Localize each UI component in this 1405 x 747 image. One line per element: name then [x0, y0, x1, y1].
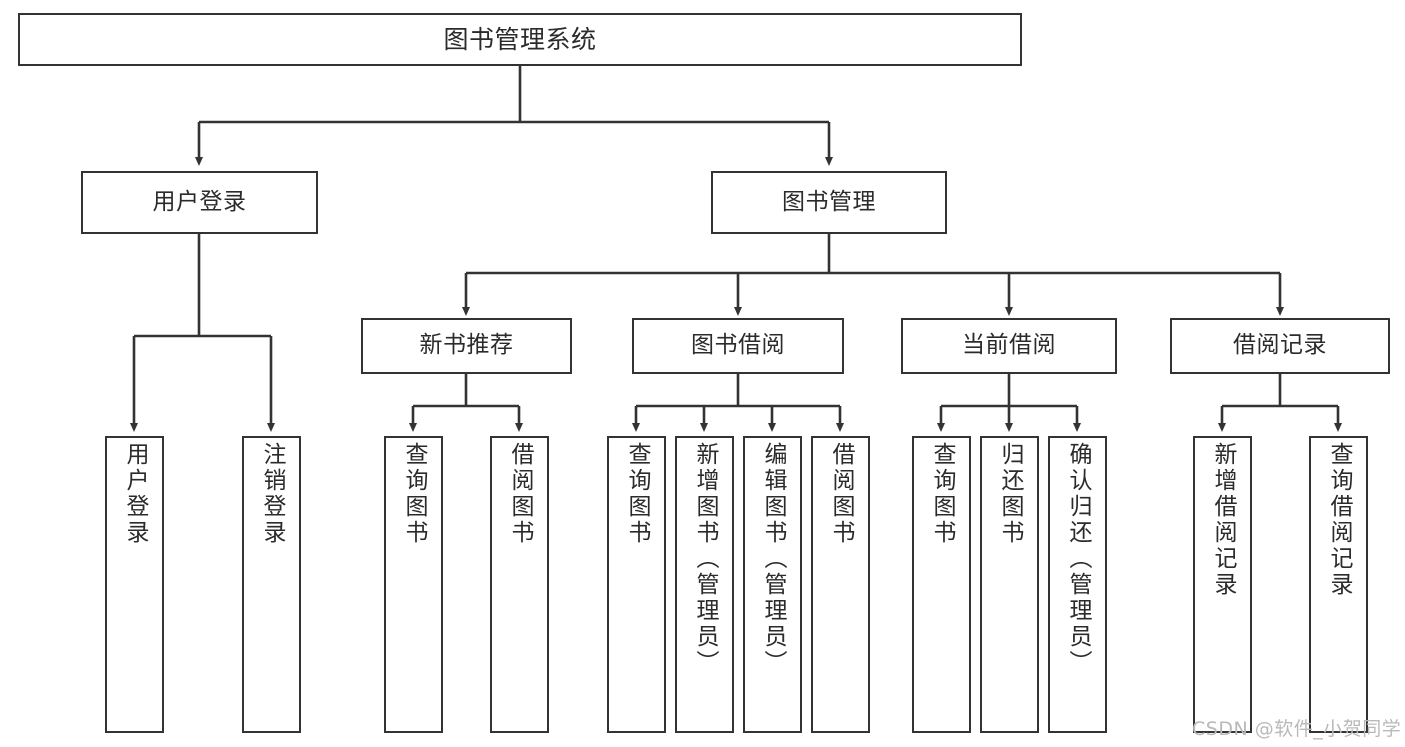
node-label: 图书管理	[782, 188, 876, 215]
leaf-add-book-admin[interactable]: 新增图书（管理员）	[675, 436, 734, 733]
leaf-query-books-current[interactable]: 查询图书	[912, 436, 971, 733]
node-borrowing-records[interactable]: 借阅记录	[1170, 318, 1390, 374]
node-label: 归还图书	[997, 442, 1023, 546]
node-book-management[interactable]: 图书管理	[711, 171, 947, 234]
leaf-query-borrowing-record[interactable]: 查询借阅记录	[1309, 436, 1368, 733]
node-label: 用户登录	[152, 188, 247, 215]
node-label: 编辑图书（管理员）	[760, 442, 786, 676]
node-label: 借阅图书	[828, 442, 854, 546]
node-label: 查询借阅记录	[1326, 442, 1352, 598]
node-user-login[interactable]: 用户登录	[81, 171, 318, 234]
leaf-query-books-borrowing[interactable]: 查询图书	[607, 436, 666, 733]
node-label: 新增借阅记录	[1210, 442, 1236, 598]
node-label: 借阅图书	[507, 442, 533, 546]
leaf-return-books[interactable]: 归还图书	[980, 436, 1039, 733]
leaf-add-borrowing-record[interactable]: 新增借阅记录	[1193, 436, 1252, 733]
node-label: 当前借阅	[962, 332, 1056, 359]
node-label: 确认归还（管理员）	[1065, 442, 1091, 676]
node-label: 借阅记录	[1233, 332, 1327, 359]
leaf-borrow-books-borrowing[interactable]: 借阅图书	[811, 436, 870, 733]
leaf-borrow-books-recommendation[interactable]: 借阅图书	[490, 436, 549, 733]
watermark: CSDN @软件_小贺同学	[1192, 718, 1402, 740]
leaf-confirm-return-admin[interactable]: 确认归还（管理员）	[1048, 436, 1107, 733]
node-label: 查询图书	[624, 442, 650, 546]
leaf-edit-book-admin[interactable]: 编辑图书（管理员）	[743, 436, 802, 733]
node-label: 注销登录	[259, 442, 285, 546]
node-book-borrowing[interactable]: 图书借阅	[632, 318, 844, 374]
node-label: 新书推荐	[419, 332, 514, 359]
node-current-borrowing[interactable]: 当前借阅	[901, 318, 1117, 374]
node-new-book-recommendation[interactable]: 新书推荐	[361, 318, 572, 374]
leaf-logout[interactable]: 注销登录	[242, 436, 301, 733]
node-label: 图书借阅	[691, 332, 785, 359]
leaf-query-books-recommendation[interactable]: 查询图书	[384, 436, 443, 733]
node-label: 查询图书	[929, 442, 955, 546]
leaf-user-login[interactable]: 用户登录	[105, 436, 164, 733]
node-label: 查询图书	[401, 442, 427, 546]
node-label: 图书管理系统	[443, 24, 597, 54]
node-label: 新增图书（管理员）	[692, 442, 718, 676]
node-label: 用户登录	[122, 442, 148, 546]
node-root-book-management-system[interactable]: 图书管理系统	[18, 13, 1022, 66]
